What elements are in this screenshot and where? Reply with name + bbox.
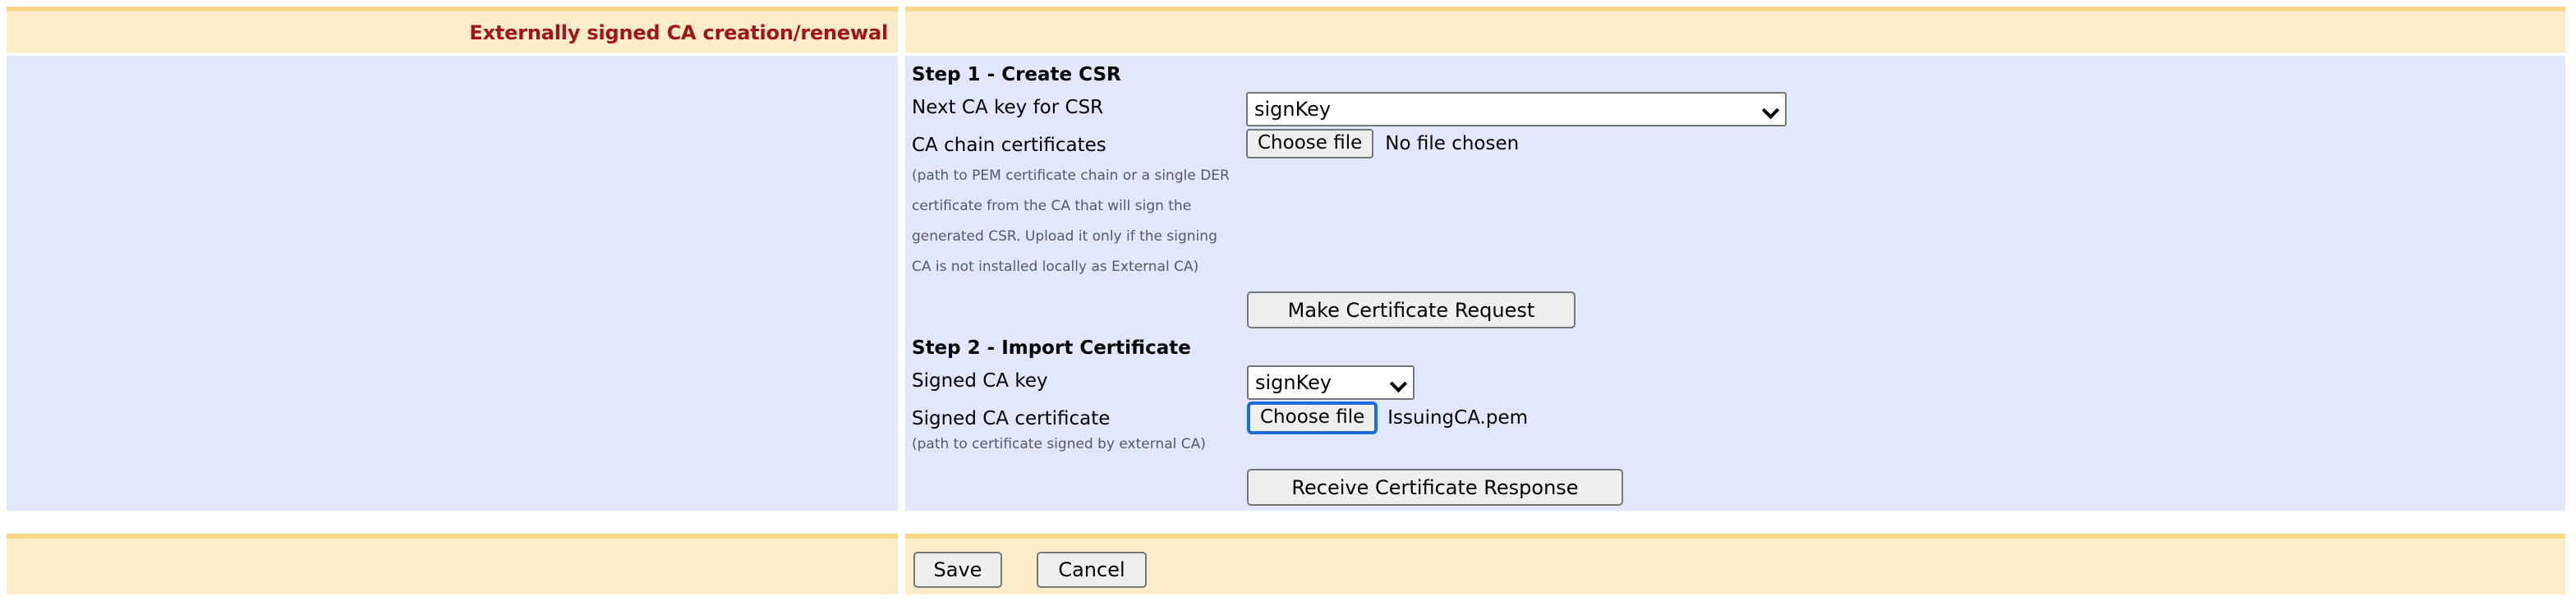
signed-ca-key-select[interactable]: signKey bbox=[1247, 365, 1414, 400]
step1-heading: Step 1 - Create CSR bbox=[912, 64, 1121, 85]
ca-chain-certificates-label: CA chain certificates bbox=[912, 135, 1106, 156]
next-ca-key-label: Next CA key for CSR bbox=[912, 97, 1104, 118]
make-certificate-request-button[interactable]: Make Certificate Request bbox=[1247, 291, 1576, 328]
header-cell-right bbox=[905, 7, 2565, 53]
next-ca-key-select[interactable]: signKey bbox=[1246, 92, 1787, 126]
signed-ca-certificate-hint: (path to certificate signed by external … bbox=[912, 436, 1206, 452]
ca-chain-hint-line-3: generated CSR. Upload it only if the sig… bbox=[912, 228, 1217, 245]
chevron-down-icon bbox=[1392, 375, 1406, 390]
ca-chain-hint-line-2: certificate from the CA that will sign t… bbox=[912, 198, 1192, 214]
ca-chain-file-input[interactable]: Choose file No file chosen bbox=[1246, 129, 1520, 159]
page-title: Externally signed CA creation/renewal bbox=[469, 21, 888, 44]
header-cell-left: Externally signed CA creation/renewal bbox=[7, 7, 898, 53]
form-left-spacer-cell bbox=[7, 56, 898, 511]
chevron-down-icon bbox=[1764, 102, 1778, 117]
signed-ca-certificate-file-input[interactable]: Choose file IssuingCA.pem bbox=[1249, 403, 1529, 434]
save-button[interactable]: Save bbox=[913, 552, 1002, 588]
receive-certificate-response-button[interactable]: Receive Certificate Response bbox=[1247, 469, 1623, 506]
ca-chain-hint-line-1: (path to PEM certificate chain or a sing… bbox=[912, 167, 1230, 184]
cancel-button[interactable]: Cancel bbox=[1037, 552, 1147, 588]
form-fields-cell: Step 1 - Create CSR Next CA key for CSR … bbox=[905, 56, 2565, 511]
body-row: Step 1 - Create CSR Next CA key for CSR … bbox=[7, 56, 2565, 511]
signed-ca-certificate-choose-file-button[interactable]: Choose file bbox=[1249, 403, 1377, 434]
ca-chain-hint-line-4: CA is not installed locally as External … bbox=[912, 259, 1199, 275]
signed-ca-certificate-label: Signed CA certificate bbox=[912, 408, 1111, 429]
footer-cell-left bbox=[7, 534, 898, 594]
footer-cell-right: Save Cancel bbox=[905, 534, 2565, 594]
footer-row: Save Cancel bbox=[7, 534, 2565, 594]
header-row: Externally signed CA creation/renewal bbox=[7, 7, 2565, 53]
signed-ca-key-select-value: signKey bbox=[1255, 371, 1332, 394]
step2-heading: Step 2 - Import Certificate bbox=[912, 337, 1191, 359]
ca-chain-file-name: No file chosen bbox=[1385, 133, 1520, 155]
signed-ca-key-label: Signed CA key bbox=[912, 370, 1048, 392]
next-ca-key-select-value: signKey bbox=[1254, 98, 1332, 121]
signed-ca-certificate-file-name: IssuingCA.pem bbox=[1387, 407, 1529, 429]
ca-chain-choose-file-button[interactable]: Choose file bbox=[1246, 129, 1374, 159]
